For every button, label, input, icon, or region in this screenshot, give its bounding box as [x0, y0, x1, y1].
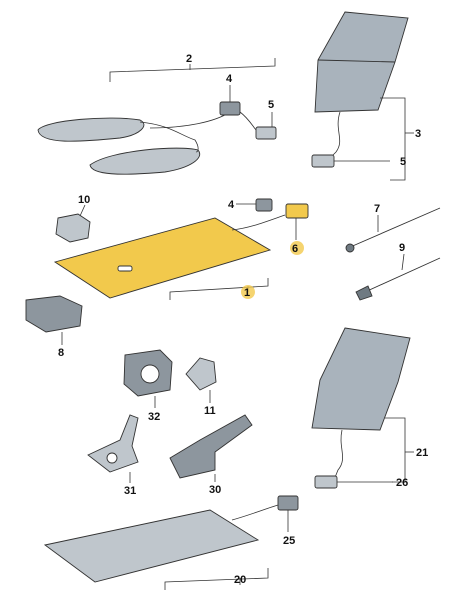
callout-10: 10: [78, 194, 90, 206]
callout-4: 4: [228, 199, 235, 211]
clip-part-10: [55, 204, 91, 243]
trim-part-30: [169, 414, 253, 482]
callout-20: 20: [234, 574, 246, 586]
callout-30: 30: [209, 484, 221, 496]
callout-1: 1: [244, 287, 250, 299]
seat-heater-mat-highlighted: [53, 198, 309, 300]
callout-21: 21: [416, 447, 428, 459]
control-module-8: [25, 295, 83, 345]
callout-4: 4: [226, 73, 233, 85]
callout-25: 25: [283, 535, 295, 547]
callout-labels: 2 4 5 3 5 10 4 6 7 9 1 8 32 11 21 31 30 …: [58, 53, 428, 586]
backrest-heater-panel-top: [311, 11, 414, 181]
cable-tie-9: [355, 253, 441, 301]
callout-8: 8: [58, 347, 64, 359]
callout-11: 11: [204, 405, 216, 417]
callout-7: 7: [374, 203, 380, 215]
highlight-markers: [241, 241, 304, 299]
bracket-part-32: [123, 349, 173, 408]
bracket-part-31: [87, 414, 139, 483]
callout-3: 3: [415, 128, 421, 140]
backrest-heater-panel-bottom: [311, 327, 414, 489]
seat-heater-mat-bottom: [43, 495, 299, 590]
cable-tie-7: [345, 207, 441, 253]
callout-32: 32: [148, 411, 160, 423]
callout-5: 5: [400, 156, 406, 168]
callout-9: 9: [399, 242, 405, 254]
callout-26: 26: [396, 477, 408, 489]
callout-5: 5: [268, 99, 274, 111]
callout-6: 6: [292, 243, 298, 255]
callout-2: 2: [186, 53, 192, 65]
clip-part-11: [185, 357, 217, 403]
seat-heater-cushion-top: [37, 58, 277, 175]
callout-31: 31: [124, 485, 136, 497]
